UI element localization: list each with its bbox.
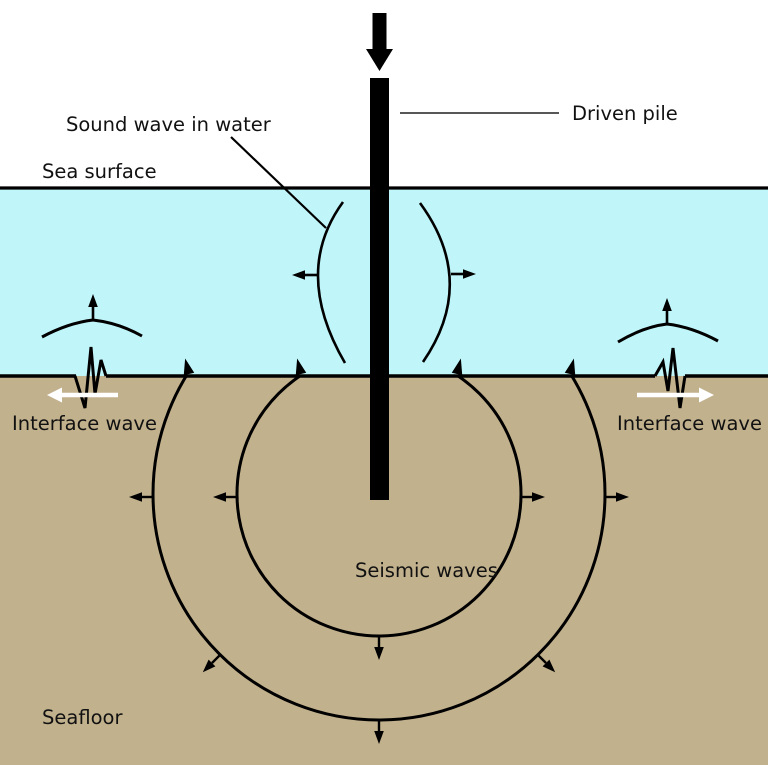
seismic-wave-arcs <box>151 375 607 722</box>
seismic-arrow-outer-bottom <box>374 721 384 744</box>
interface-wave-label-right: Interface wave <box>617 412 762 435</box>
interface-bump-right <box>617 322 719 344</box>
sound-wave-arrow-right <box>451 269 476 279</box>
sound-wave-arc-right <box>418 202 452 363</box>
seismic-arrow-inner-surface-left <box>295 358 307 376</box>
seismic-arrow-outer-left <box>129 492 152 502</box>
seismic-waves-label: Seismic waves <box>355 559 498 582</box>
seismic-arrow-outer-surface-left <box>183 358 195 376</box>
sound-wave-label: Sound wave in water <box>66 113 272 136</box>
sound-wave-arc-left <box>316 201 347 364</box>
interface-wave-arrow-left <box>47 387 118 403</box>
seismic-arrow-inner-bottom <box>374 637 384 660</box>
sound-wave-arrow-left <box>292 270 317 280</box>
seismic-arrow-outer-right <box>606 492 629 502</box>
seismic-wave-inner-arc <box>235 375 523 638</box>
interface-wave-label-left: Interface wave <box>12 412 157 435</box>
sea-surface-label: Sea surface <box>42 160 157 183</box>
interface-bump-arrow-right <box>662 298 672 323</box>
seismic-wave-outer-arc <box>151 375 607 722</box>
seismic-arrow-outer-surface-right <box>564 358 576 376</box>
interface-bump-arrow-left <box>88 294 98 319</box>
seafloor-label: Seafloor <box>42 706 123 729</box>
interface-bump-left <box>41 318 143 339</box>
driven-pile-label: Driven pile <box>572 102 678 125</box>
seismic-arrow-inner-surface-right <box>451 358 463 376</box>
seismic-arrow-inner-left <box>213 492 236 502</box>
interface-zigzag-right <box>653 347 687 409</box>
seismic-arrow-outer-diagonal-left <box>202 654 221 673</box>
interface-zigzag-left <box>73 346 108 409</box>
interface-wave-arrow-right <box>637 387 714 403</box>
seismic-arrow-outer-diagonal-right <box>537 654 556 673</box>
seismic-arrow-inner-right <box>522 492 545 502</box>
impact-arrow-icon <box>366 13 393 71</box>
seismic-wave-arrows <box>129 358 629 744</box>
sound-wave-leader-line <box>230 136 327 229</box>
driven-pile <box>370 78 389 500</box>
